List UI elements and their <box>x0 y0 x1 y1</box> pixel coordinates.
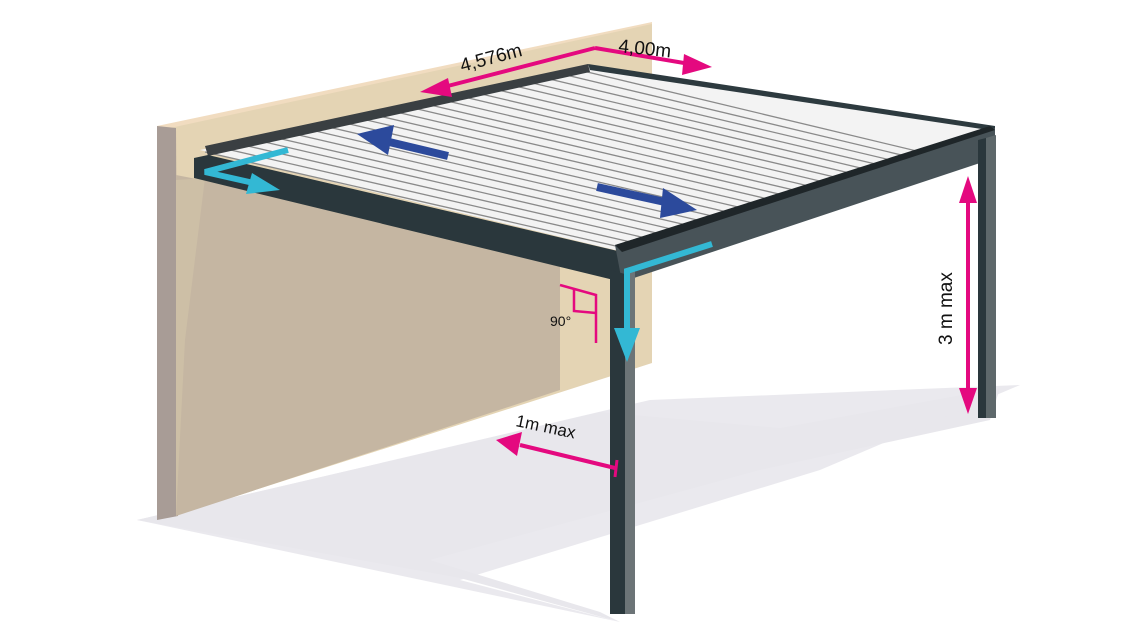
water-flow-arrow-corner <box>624 241 713 335</box>
right-beam-top <box>615 126 995 252</box>
front-post <box>610 270 625 614</box>
wall-shadow-2 <box>176 178 205 516</box>
slat-direction-arrow-left <box>384 137 449 160</box>
slat-direction-arrow-right <box>596 183 666 206</box>
dimension-depth <box>594 46 712 75</box>
dimension-height <box>959 176 977 414</box>
slat-arrowhead-left <box>357 125 394 155</box>
wall-side <box>157 126 178 520</box>
label-angle: 90° <box>550 313 571 329</box>
back-beam <box>588 64 995 131</box>
back-post-side <box>986 135 996 418</box>
dimension-post-offset <box>496 432 619 478</box>
water-flow-arrow-left <box>204 147 289 187</box>
ground-shadow-2 <box>137 385 1020 622</box>
wall-beam-slats <box>205 64 590 156</box>
water-flow-arrowhead-down <box>614 328 640 362</box>
label-height: 3 m max <box>936 272 957 345</box>
front-left-beam <box>194 155 622 282</box>
water-flow-arrowhead-left <box>246 173 280 194</box>
angle-marker-90 <box>559 283 598 343</box>
slat-lines <box>204 69 951 248</box>
wall-shadow <box>176 175 560 516</box>
dimension-width <box>420 46 596 97</box>
slat-arrowhead-right <box>660 188 697 218</box>
back-post <box>978 138 986 418</box>
